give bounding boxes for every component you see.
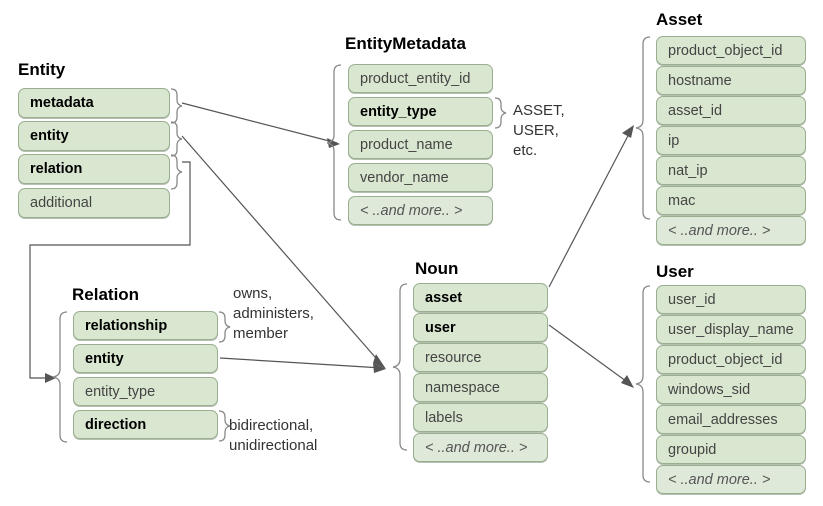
field-asset-nat-ip[interactable]: nat_ip (656, 156, 806, 185)
group-title-noun: Noun (415, 259, 459, 278)
arrowhead-noun-user-to-user (621, 375, 634, 388)
field-noun-more[interactable]: < ..and more.. > (413, 433, 548, 462)
bracket-noun-left (392, 283, 408, 451)
field-entity-entity[interactable]: entity (18, 121, 170, 151)
field-asset-product-object-id[interactable]: product_object_id (656, 36, 806, 65)
brace-entitymetadata-entity-type (494, 97, 507, 129)
annotation-relationship-line-1: owns, (233, 285, 273, 302)
field-noun-resource[interactable]: resource (413, 343, 548, 372)
annotation-entity-type-line-1: ASSET, (513, 102, 565, 119)
field-asset-more[interactable]: < ..and more.. > (656, 216, 806, 245)
arrowhead-relation-entity-to-noun (373, 363, 386, 373)
field-asset-ip[interactable]: ip (656, 126, 806, 155)
brace-entity-relation (170, 154, 183, 190)
arrowhead-metadata-to-entitymetadata (327, 138, 340, 148)
field-user-user-display-name[interactable]: user_display_name (656, 315, 806, 344)
group-title-entity: Entity (18, 60, 66, 79)
brace-entity-metadata (170, 88, 183, 124)
annotation-direction-line-1: bidirectional, (229, 417, 314, 434)
field-asset-hostname[interactable]: hostname (656, 66, 806, 95)
field-asset-asset-id[interactable]: asset_id (656, 96, 806, 125)
bracket-relation-left (52, 311, 68, 443)
field-entitymetadata-product-entity-id[interactable]: product_entity_id (348, 64, 493, 93)
annotation-relationship-line-2: administers, (233, 305, 314, 322)
group-title-asset: Asset (656, 10, 703, 29)
field-relation-relationship[interactable]: relationship (73, 311, 218, 340)
field-noun-labels[interactable]: labels (413, 403, 548, 432)
field-noun-user[interactable]: user (413, 313, 548, 342)
annotation-entity-type-line-2: USER, (513, 122, 559, 139)
brace-entity-entity (170, 121, 183, 157)
brace-relation-relationship (218, 311, 231, 343)
group-title-entity-metadata: EntityMetadata (345, 34, 466, 53)
field-user-user-id[interactable]: user_id (656, 285, 806, 314)
field-relation-entity[interactable]: entity (73, 344, 218, 373)
annotation-direction-line-2: unidirectional (229, 437, 318, 454)
field-asset-mac[interactable]: mac (656, 186, 806, 215)
field-user-email-addresses[interactable]: email_addresses (656, 405, 806, 434)
field-noun-namespace[interactable]: namespace (413, 373, 548, 402)
connector-relation-entity-to-noun (219, 357, 383, 369)
field-entitymetadata-vendor-name[interactable]: vendor_name (348, 163, 493, 192)
group-title-relation: Relation (72, 285, 140, 304)
bracket-asset-left (635, 36, 651, 220)
field-entity-relation[interactable]: relation (18, 154, 170, 184)
field-entitymetadata-more[interactable]: < ..and more.. > (348, 196, 493, 225)
annotation-direction-values: bidirectional, unidirectional (229, 416, 317, 456)
field-entity-additional[interactable]: additional (18, 188, 170, 218)
field-user-more[interactable]: < ..and more.. > (656, 465, 806, 494)
group-title-user: User (656, 262, 694, 281)
field-user-product-object-id[interactable]: product_object_id (656, 345, 806, 374)
field-user-windows-sid[interactable]: windows_sid (656, 375, 806, 404)
field-relation-direction[interactable]: direction (73, 410, 218, 439)
annotation-relationship-values: owns, administers, member (233, 284, 314, 344)
annotation-entity-type-values: ASSET, USER, etc. (513, 101, 565, 161)
field-entity-metadata[interactable]: metadata (18, 88, 170, 118)
field-entitymetadata-entity-type[interactable]: entity_type (348, 97, 493, 126)
connector-noun-user-to-user (548, 324, 631, 385)
connector-metadata-to-entitymetadata (181, 102, 338, 144)
bracket-user-left (635, 285, 651, 483)
annotation-relationship-line-3: member (233, 325, 289, 342)
field-noun-asset[interactable]: asset (413, 283, 548, 312)
field-user-groupid[interactable]: groupid (656, 435, 806, 464)
field-relation-entity-type[interactable]: entity_type (73, 377, 218, 406)
arrowhead-relation-to-relation (45, 373, 56, 383)
field-entitymetadata-product-name[interactable]: product_name (348, 130, 493, 159)
arrowhead-noun-asset-to-asset (622, 125, 634, 138)
arrowhead-entity-to-noun (373, 354, 386, 369)
bracket-entitymetadata-left (326, 64, 342, 221)
annotation-entity-type-line-3: etc. (513, 142, 538, 159)
